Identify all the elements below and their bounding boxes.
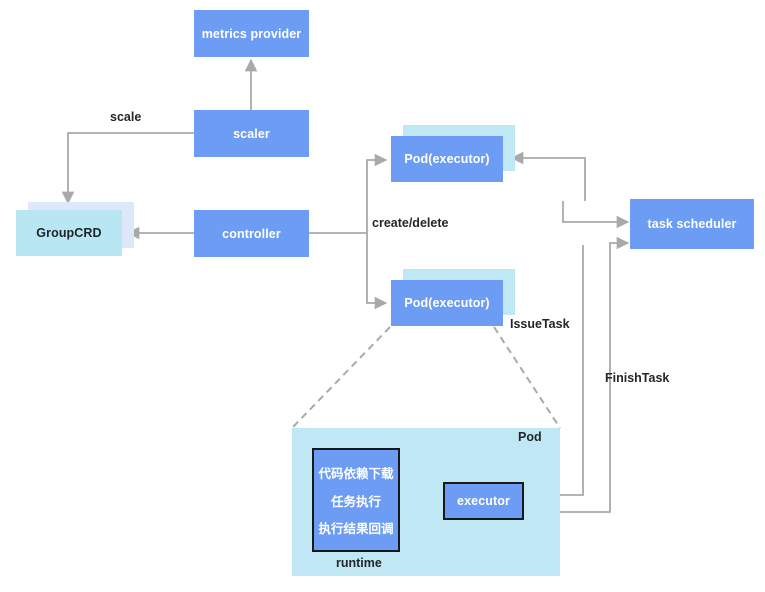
node-pod-executor-top-label: Pod(executor) xyxy=(404,152,490,166)
node-task-scheduler[interactable]: task scheduler xyxy=(630,199,754,249)
node-pod-executor-top[interactable]: Pod(executor) xyxy=(391,136,503,182)
node-metrics-provider[interactable]: metrics provider xyxy=(194,10,309,57)
node-controller-label: controller xyxy=(222,226,281,241)
node-executor-label: executor xyxy=(457,494,510,508)
node-task-scheduler-label: task scheduler xyxy=(647,217,737,231)
node-controller[interactable]: controller xyxy=(194,210,309,257)
node-executor[interactable]: executor xyxy=(443,482,524,520)
pod-detail-caption: Pod xyxy=(518,430,542,444)
node-runtime[interactable]: 代码依赖下载 任务执行 执行结果回调 xyxy=(312,448,400,552)
edge-label-scale: scale xyxy=(110,110,142,124)
edge-scheduler-left-stub-top xyxy=(562,201,630,229)
edge-label-issuetask: IssueTask xyxy=(510,317,570,331)
zoom-line-left xyxy=(291,326,391,429)
edge-label-finishtask: FinishTask xyxy=(605,371,670,385)
node-scaler[interactable]: scaler xyxy=(194,110,309,157)
edge-label-create-delete: create/delete xyxy=(372,216,449,230)
zoom-line-right xyxy=(493,326,561,429)
node-groupcrd[interactable]: GroupCRD xyxy=(16,210,122,256)
runtime-caption: runtime xyxy=(336,556,382,570)
node-pod-executor-bottom[interactable]: Pod(executor) xyxy=(391,280,503,326)
runtime-step-task-execution: 任务执行 xyxy=(330,494,381,509)
node-scaler-label: scaler xyxy=(233,126,270,141)
node-metrics-provider-label: metrics provider xyxy=(201,26,302,41)
runtime-step-result-callback: 执行结果回调 xyxy=(318,522,394,536)
edge-scaler-to-groupcrd xyxy=(61,132,194,205)
edge-controller-to-pod-bottom xyxy=(366,233,388,310)
edge-scheduler-to-pod-top xyxy=(510,151,586,201)
runtime-step-download: 代码依赖下载 xyxy=(318,467,394,481)
node-pod-executor-bottom-label: Pod(executor) xyxy=(404,296,490,310)
node-groupcrd-label: GroupCRD xyxy=(36,226,102,240)
